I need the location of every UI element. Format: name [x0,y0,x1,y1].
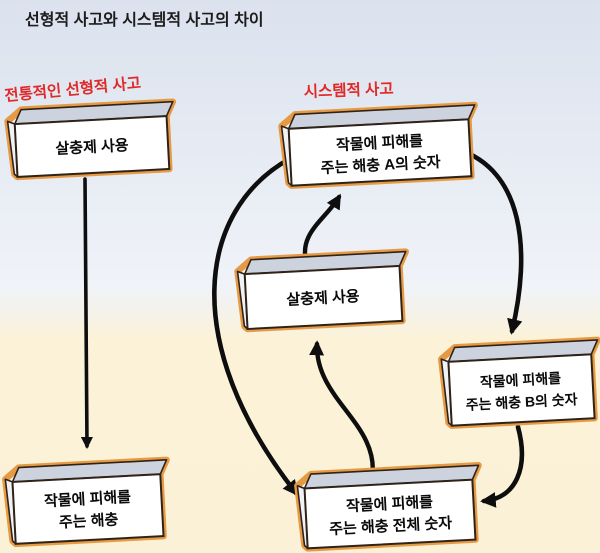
box-front-face [13,115,171,178]
box-pest-total: 작물에 피해를 주는 해충 전체 숫자 [294,462,482,552]
box-pesticide-systems: 살충제 사용 [234,248,409,333]
box-label-line1: 작물에 피해를 [480,370,562,390]
box-front-face [447,353,596,427]
box-label-line1: 작물에 피해를 [44,488,132,511]
box-pests-linear: 작물에 피해를 주는 해충 [2,456,170,548]
box-label: 살충제 사용 [286,288,360,309]
box-front-face [287,118,473,187]
arrow-pest-a-to-pest-b [454,146,524,335]
box-front-face [243,264,404,331]
arrow-pest-b-to-total [480,424,525,508]
box-label-line2: 주는 해충 전체 숫자 [329,515,453,538]
arrow-linear-pesticide-to-pests [80,177,94,450]
arrow-total-to-pesticide [309,340,376,482]
arrow-pest-a-to-total [212,155,299,497]
box-label: 살충제 사용 [55,137,129,158]
box-label-line2: 주는 해충 B의 숫자 [465,391,578,413]
box-label-line1: 작물에 피해를 [346,493,434,516]
page-title: 선형적 사고와 시스템적 사고의 차이 [25,10,264,29]
box-label-line1: 작물에 피해를 [336,132,424,155]
box-pest-a: 작물에 피해를 주는 해충 A의 숫자 [278,101,478,189]
arrows-layer [80,146,525,508]
box-front-face [303,478,477,550]
box-pest-b: 작물에 피해를 주는 해충 B의 숫자 [438,336,600,429]
box-pesticide-linear: 살충제 사용 [4,98,177,181]
label-systems-thinking: 시스템적 사고 [303,79,393,101]
box-label-line2: 주는 해충 [59,511,119,531]
box-front-face [11,473,165,545]
